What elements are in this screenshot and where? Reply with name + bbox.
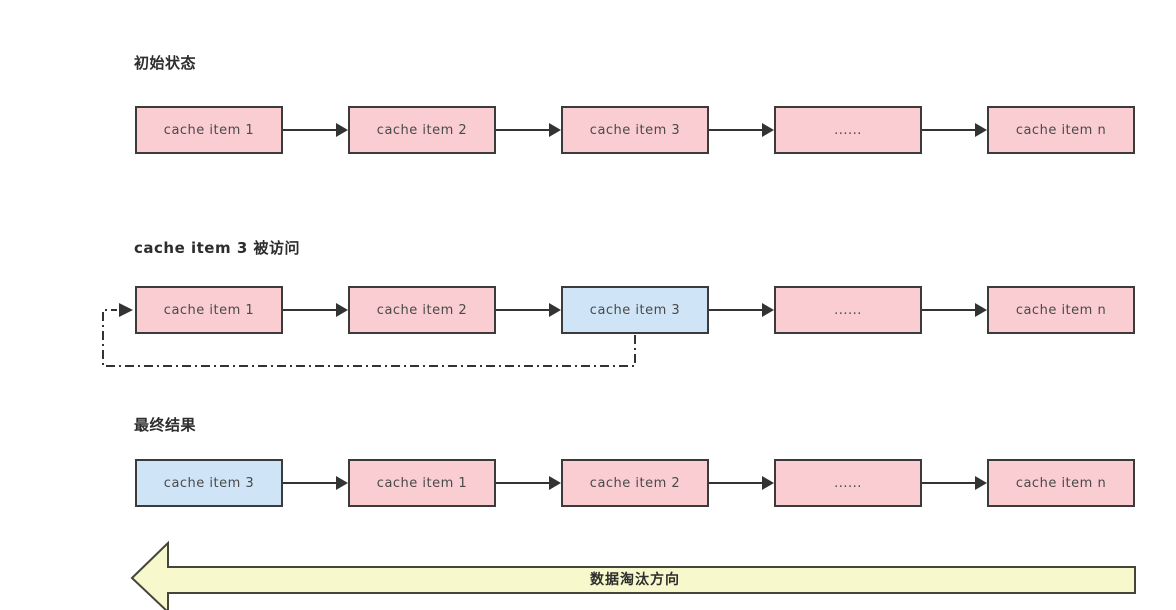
next-pointer-arrowhead [762, 476, 774, 490]
eviction-direction-label: 数据淘汰方向 [590, 572, 680, 588]
next-pointer-line [283, 309, 336, 311]
next-pointer-arrowhead [762, 123, 774, 137]
next-pointer-line [922, 309, 975, 311]
node-s1-ellipsis: ...... [774, 106, 922, 154]
node-s2-3-highlighted: cache item 3 [561, 286, 709, 334]
node-s2-1: cache item 1 [135, 286, 283, 334]
next-pointer-line [922, 482, 975, 484]
next-pointer-arrowhead [549, 123, 561, 137]
node-s3-2: cache item 2 [561, 459, 709, 507]
eviction-direction-arrow [130, 540, 1136, 610]
node-s2-ellipsis: ...... [774, 286, 922, 334]
next-pointer-line [496, 309, 549, 311]
next-pointer-line [709, 129, 762, 131]
node-s1-3: cache item 3 [561, 106, 709, 154]
next-pointer-arrowhead [975, 123, 987, 137]
node-s3-ellipsis: ...... [774, 459, 922, 507]
next-pointer-arrowhead [762, 303, 774, 317]
node-s2-n: cache item n [987, 286, 1135, 334]
next-pointer-line [709, 482, 762, 484]
next-pointer-arrowhead [549, 303, 561, 317]
next-pointer-line [496, 129, 549, 131]
node-s1-1: cache item 1 [135, 106, 283, 154]
node-s1-n: cache item n [987, 106, 1135, 154]
section-title-final-result: 最终结果 [134, 416, 197, 434]
next-pointer-line [496, 482, 549, 484]
node-s3-n: cache item n [987, 459, 1135, 507]
next-pointer-arrowhead [975, 476, 987, 490]
node-s1-2: cache item 2 [348, 106, 496, 154]
next-pointer-line [922, 129, 975, 131]
next-pointer-line [283, 482, 336, 484]
next-pointer-arrowhead [336, 123, 348, 137]
node-s3-1: cache item 1 [348, 459, 496, 507]
next-pointer-arrowhead [336, 303, 348, 317]
next-pointer-arrowhead [975, 303, 987, 317]
move-to-head-arrowhead [119, 303, 133, 317]
next-pointer-arrowhead [336, 476, 348, 490]
next-pointer-arrowhead [549, 476, 561, 490]
next-pointer-line [283, 129, 336, 131]
section-title-item3-accessed: cache item 3 被访问 [134, 239, 300, 257]
next-pointer-line [709, 309, 762, 311]
node-s3-3-highlighted: cache item 3 [135, 459, 283, 507]
section-title-initial-state: 初始状态 [134, 54, 197, 72]
node-s2-2: cache item 2 [348, 286, 496, 334]
